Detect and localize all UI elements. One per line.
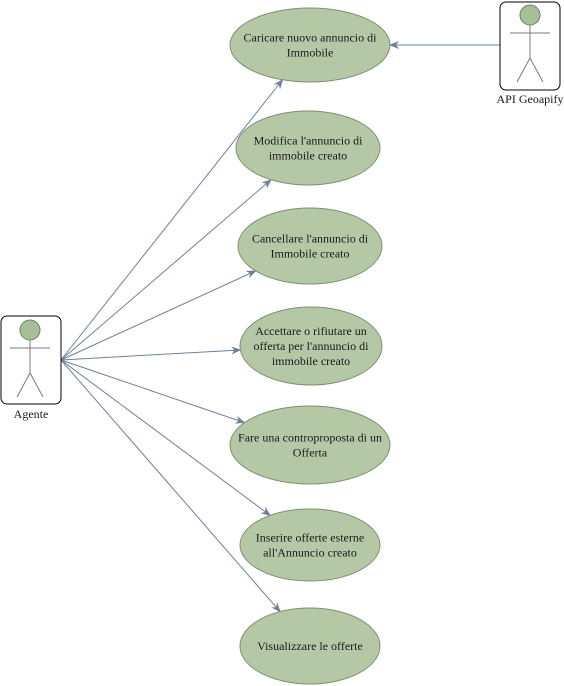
association-agente-uc3 [60,270,257,361]
use-case-label: Modifica l'annuncio di [254,134,363,148]
use-case-label: Caricare nuovo annuncio di [244,31,378,45]
use-case-label: Immobile creato [271,247,350,261]
use-case-label: Inserire offerte esterne [256,531,364,545]
association-agente-uc1 [60,78,284,361]
association-agente-uc2 [60,179,272,361]
stick-figure-icon [510,4,550,83]
use-case-ellipse [229,405,391,485]
association-agente-uc7 [60,359,281,613]
use-case-uc7[interactable]: Visualizzare le offerte [239,607,381,685]
use-case-ellipse [235,110,381,186]
use-case-label: Offerta [293,446,328,460]
actor-frame [499,1,561,91]
use-case-label: Immobile [287,46,334,60]
actor-label: Agente [14,407,49,421]
use-case-label: Fare una controproposta di un [238,431,382,445]
use-case-label: immobile creato [269,149,347,163]
actor-label: API Geoapify [497,92,564,106]
use-case-ellipse [237,207,383,285]
association-agente-uc4 [60,346,242,361]
stick-figure-icon [10,319,50,398]
use-cases: Caricare nuovo annuncio diImmobileModifi… [229,7,391,685]
use-case-label: immobile creato [272,354,350,368]
association-agente-uc6 [60,359,271,516]
use-case-ellipse [239,607,381,685]
use-case-label: offerta per l'annuncio di [254,339,370,353]
actor-frame [0,315,62,405]
use-case-label: Visualizzare le offerte [257,639,363,653]
use-case-ellipse [229,7,391,83]
use-case-label: all'Annuncio creato [263,546,357,560]
association-agente-uc5 [60,359,246,424]
use-case-label: Cancellare l'annuncio di [252,232,369,246]
actors: Agente API Geoapify [0,1,564,421]
use-case-ellipse [239,306,383,386]
use-case-ellipse [239,508,381,582]
associations [60,41,500,613]
actor-api[interactable]: API Geoapify [497,1,564,106]
use-case-label: Accettare o rifiutare un [255,324,367,338]
actor-agente[interactable]: Agente [0,315,62,421]
